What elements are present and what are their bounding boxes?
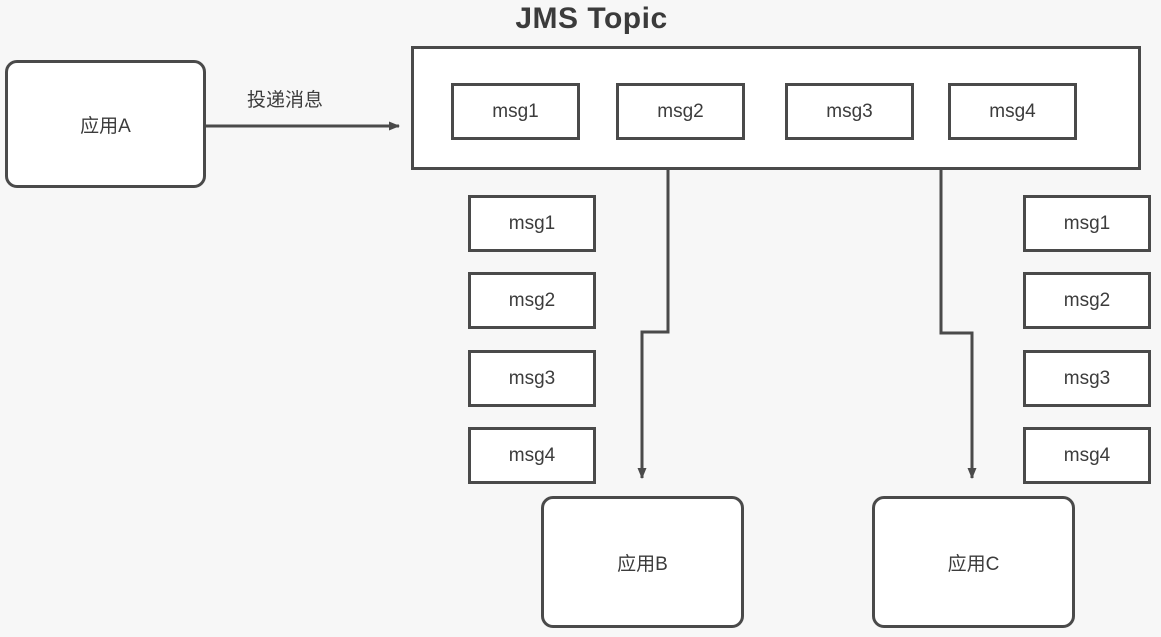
- consumer-b-message-label: msg4: [508, 444, 556, 466]
- topic-message-label: msg2: [657, 100, 704, 122]
- topic-message-label: msg3: [826, 100, 873, 122]
- topic-message-label: msg4: [989, 100, 1036, 122]
- topic-message-box[interactable]: msg3: [785, 83, 914, 140]
- consumer-c-app-label: 应用C: [947, 553, 1000, 575]
- consumer-c-message-label: msg1: [1063, 212, 1111, 234]
- consumer-c-message-label: msg2: [1063, 289, 1111, 311]
- diagram-title-text: JMS Topic: [515, 2, 668, 35]
- diagram-title: JMS Topic: [0, 2, 1161, 36]
- topic-message-label: msg1: [492, 100, 539, 122]
- consumer-c-message-label: msg3: [1063, 367, 1111, 389]
- consumer-b-message-label: msg2: [508, 289, 556, 311]
- consumer-c-app-box[interactable]: 应用C: [872, 496, 1075, 628]
- consumer-b-message-label: msg3: [508, 367, 556, 389]
- consumer-c-message-label: msg4: [1063, 444, 1111, 466]
- consumer-b-app-label: 应用B: [617, 553, 668, 575]
- producer-app-label: 应用A: [80, 115, 131, 137]
- consumer-c-message-box[interactable]: msg4: [1023, 427, 1151, 484]
- topic-message-box[interactable]: msg4: [948, 83, 1077, 140]
- consumer-c-message-box[interactable]: msg3: [1023, 350, 1151, 407]
- consumer-c-message-box[interactable]: msg1: [1023, 195, 1151, 252]
- consumer-b-message-box[interactable]: msg3: [468, 350, 596, 407]
- connector-topic-to-consumer-c: [939, 168, 977, 479]
- consumer-b-app-box[interactable]: 应用B: [541, 496, 744, 628]
- topic-message-box[interactable]: msg1: [451, 83, 580, 140]
- consumer-b-message-box[interactable]: msg1: [468, 195, 596, 252]
- consumer-b-message-label: msg1: [508, 212, 556, 234]
- connector-topic-to-consumer-b: [637, 168, 670, 479]
- producer-app-box[interactable]: 应用A: [5, 60, 206, 188]
- producer-edge-label: 投递消息: [247, 90, 324, 111]
- topic-message-box[interactable]: msg2: [616, 83, 745, 140]
- consumer-b-message-box[interactable]: msg2: [468, 272, 596, 329]
- consumer-b-message-box[interactable]: msg4: [468, 427, 596, 484]
- consumer-c-message-box[interactable]: msg2: [1023, 272, 1151, 329]
